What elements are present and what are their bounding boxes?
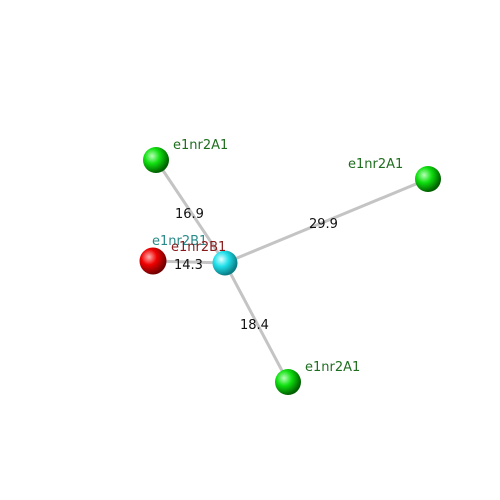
node-label-center: e1nr2B1 <box>152 234 207 249</box>
node-label-right: e1nr2A1 <box>348 157 403 172</box>
bond-center-right <box>224 177 429 265</box>
edge-label-bottom: 18.4 <box>240 318 269 333</box>
edge-label-top-left: 16.9 <box>175 207 204 222</box>
node-label-top-left: e1nr2A1 <box>173 138 228 153</box>
node-label-red: e1nr2B1 <box>171 240 226 255</box>
edge-label-red: 14.3 <box>174 258 203 273</box>
node-red[interactable] <box>139 247 167 275</box>
node-top-left[interactable] <box>143 147 169 173</box>
atoms <box>139 147 441 395</box>
node-label-bottom: e1nr2A1 <box>305 360 360 375</box>
bond-center-bottom <box>223 262 290 383</box>
bond-center-top-left <box>154 159 227 264</box>
node-center[interactable] <box>212 250 238 276</box>
node-right[interactable] <box>415 166 441 192</box>
node-bottom[interactable] <box>275 369 301 395</box>
distance-labels: 16.9 29.9 14.3 18.4 <box>174 207 338 333</box>
edge-label-right: 29.9 <box>309 217 338 232</box>
node-labels: e1nr2B1 e1nr2B1 e1nr2A1 e1nr2A1 e1nr2A1 <box>152 138 403 375</box>
